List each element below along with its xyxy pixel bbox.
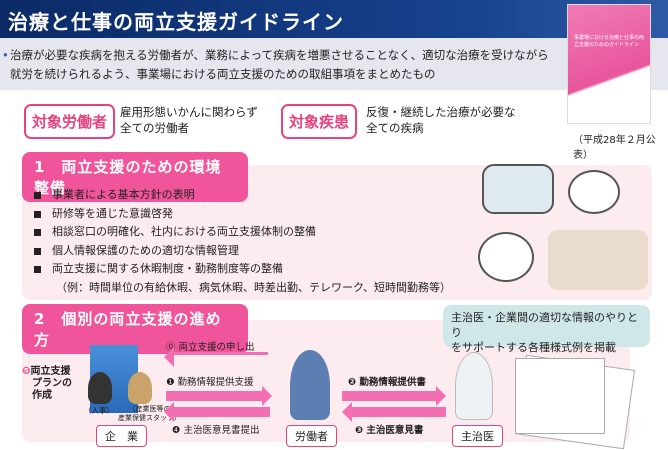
list-item-example: （例：時間単位の有給休暇、病気休暇、時差出勤、テレワーク、短時間勤務等）: [56, 280, 452, 294]
list-item: 両立支援に関する休暇制度・勤務制度等の整備: [34, 260, 451, 279]
arrow-left: [164, 402, 270, 422]
meeting-scene-icon: [548, 230, 648, 290]
hr-label: （人事）: [84, 406, 114, 415]
doctor-box: 主治医: [452, 425, 503, 447]
workplace-illustration: [478, 160, 650, 298]
target-worker-tag: 対象労働者: [24, 104, 116, 139]
list-item: 相談窓口の明確化、社内における両立支援体制の整備: [34, 223, 451, 242]
list-item: 研修等を通じた意識啓発: [34, 205, 451, 224]
intro-line: 就労を続けられるよう、事業場における両立支援のための取組事項をまとめたもの: [10, 67, 436, 81]
page-title: 治療と仕事の両立支援ガイドライン: [8, 10, 344, 34]
arrow-left: [342, 402, 446, 422]
step1-label: ❶ 勤務情報提供支援: [166, 377, 254, 388]
section1-heading: 1 両立支援のための環境整備: [22, 152, 248, 202]
step-number: ❺: [22, 366, 31, 377]
guideline-book-cover: 事業場における治療と仕事の両立支援のためのガイドライン: [567, 4, 651, 124]
text: 産業保健スタッフ）: [118, 414, 181, 422]
section1-list: 事業者による基本方針の表明 研修等を通じた意識啓発 相談窓口の明確化、社内におけ…: [34, 186, 451, 297]
clinic-scene-icon: [568, 170, 620, 214]
intro-band: • 治療が必要な疾病を抱える労働者が、業務によって疾病を増悪させることなく、適切…: [0, 38, 668, 90]
target-disease-desc: 反復・継続した治療が必要な全ての疾病: [366, 104, 516, 136]
step4-label: ❹ 主治医意見書提出: [172, 425, 260, 436]
worker-box: 労働者: [286, 425, 337, 447]
step3-label: ❸ 主治医意見書: [355, 425, 424, 436]
telework-scene-icon: [478, 232, 534, 282]
company-box: 企 業: [96, 425, 147, 447]
step2-label: ❷ 勤務情報提供書: [348, 377, 426, 388]
form-documents-icon: [515, 358, 605, 434]
desc-line: 雇用形態いかんに関わらず: [120, 105, 258, 119]
staff-label: （産業医等の産業保健スタッフ）: [118, 405, 181, 423]
arrow-left: [164, 347, 268, 367]
bubble-line: をサポートする各種様式例を掲載: [451, 341, 616, 354]
text: 両立支援: [30, 366, 71, 377]
list-item: 個人情報保護のための適切な情報管理: [34, 242, 451, 261]
bubble-line: 主治医・企業間の適切な情報のやりとり: [451, 311, 638, 339]
desc-line: 反復・継続した治療が必要な: [366, 105, 516, 119]
target-disease-tag: 対象疾患: [281, 104, 358, 139]
text: プランの: [32, 378, 72, 389]
desc-line: 全ての労働者: [120, 121, 189, 135]
occupational-doctor-icon: [128, 372, 152, 404]
target-worker-desc: 雇用形態いかんに関わらず全ての労働者: [120, 104, 258, 136]
doctor-icon: [455, 352, 493, 420]
hr-person-icon: [88, 372, 112, 404]
train-scene-icon: [482, 164, 554, 214]
step0-label: ⓪ 両立支援の申し出: [166, 342, 255, 353]
intro-line: 治療が必要な疾病を抱える労働者が、業務によって疾病を増悪させることなく、適切な治…: [10, 48, 549, 62]
publication-date: （平成28年２月公表）: [573, 135, 656, 161]
speech-bubble: 主治医・企業間の適切な情報のやりとりをサポートする各種様式例を掲載: [443, 305, 650, 354]
step5-label: ❺両立支援プランの作成: [22, 366, 72, 402]
book-title: 事業場における治療と仕事の両立支援のためのガイドライン: [574, 35, 645, 48]
title-banner: 治療と仕事の両立支援ガイドライン: [0, 0, 668, 38]
list-item: 事業者による基本方針の表明: [34, 186, 451, 205]
arrow-right: [166, 386, 272, 406]
bullet-icon: •: [2, 48, 9, 62]
arrow-right: [342, 386, 446, 406]
text: 作成: [32, 390, 52, 401]
text: （産業医等の: [128, 405, 171, 413]
worker-icon: [290, 350, 330, 420]
desc-line: 全ての疾病: [366, 121, 424, 135]
